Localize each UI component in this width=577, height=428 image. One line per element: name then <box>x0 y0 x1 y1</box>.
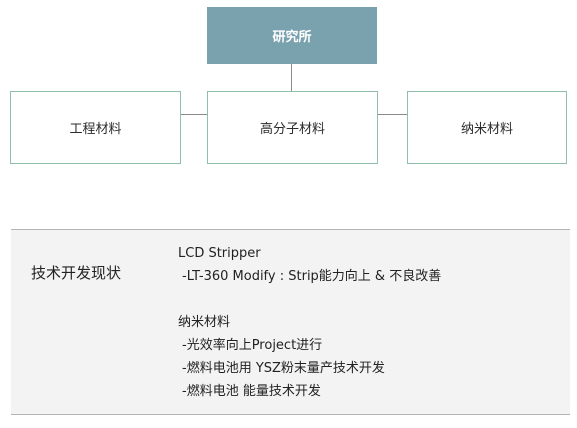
status-item: -LT-360 Modify : Strip能力向上 & 不良改善 <box>182 269 442 284</box>
status-group-title: 纳米材料 <box>178 315 231 330</box>
org-child-label: 纳米材料 <box>460 122 513 137</box>
tech-status-heading: 技术开发现状 <box>31 264 122 282</box>
status-group-title: LCD Stripper <box>178 246 261 261</box>
status-spacer <box>178 288 441 311</box>
org-child-label: 高分子材料 <box>259 122 325 137</box>
org-root-label: 研究所 <box>272 30 312 45</box>
org-child-box-nano-materials: 纳米材料 <box>407 91 567 164</box>
org-child-box-engineering-materials: 工程材料 <box>10 91 181 164</box>
status-item: -燃料电池用 YSZ粉末量产技术开发 <box>182 361 385 376</box>
org-child-label: 工程材料 <box>69 122 122 137</box>
org-connector-vertical <box>291 64 292 91</box>
org-connector-right <box>378 114 407 115</box>
org-connector-left <box>181 114 207 115</box>
tech-status-panel: 技术开发现状 LCD Stripper -LT-360 Modify : Str… <box>11 229 570 415</box>
status-item: -光效率向上Project进行 <box>182 338 323 353</box>
org-child-box-polymer-materials: 高分子材料 <box>207 91 378 164</box>
status-item: -燃料电池 能量技术开发 <box>182 384 321 399</box>
tech-status-list: LCD Stripper -LT-360 Modify : Strip能力向上 … <box>178 242 441 403</box>
org-root-box: 研究所 <box>207 7 377 64</box>
